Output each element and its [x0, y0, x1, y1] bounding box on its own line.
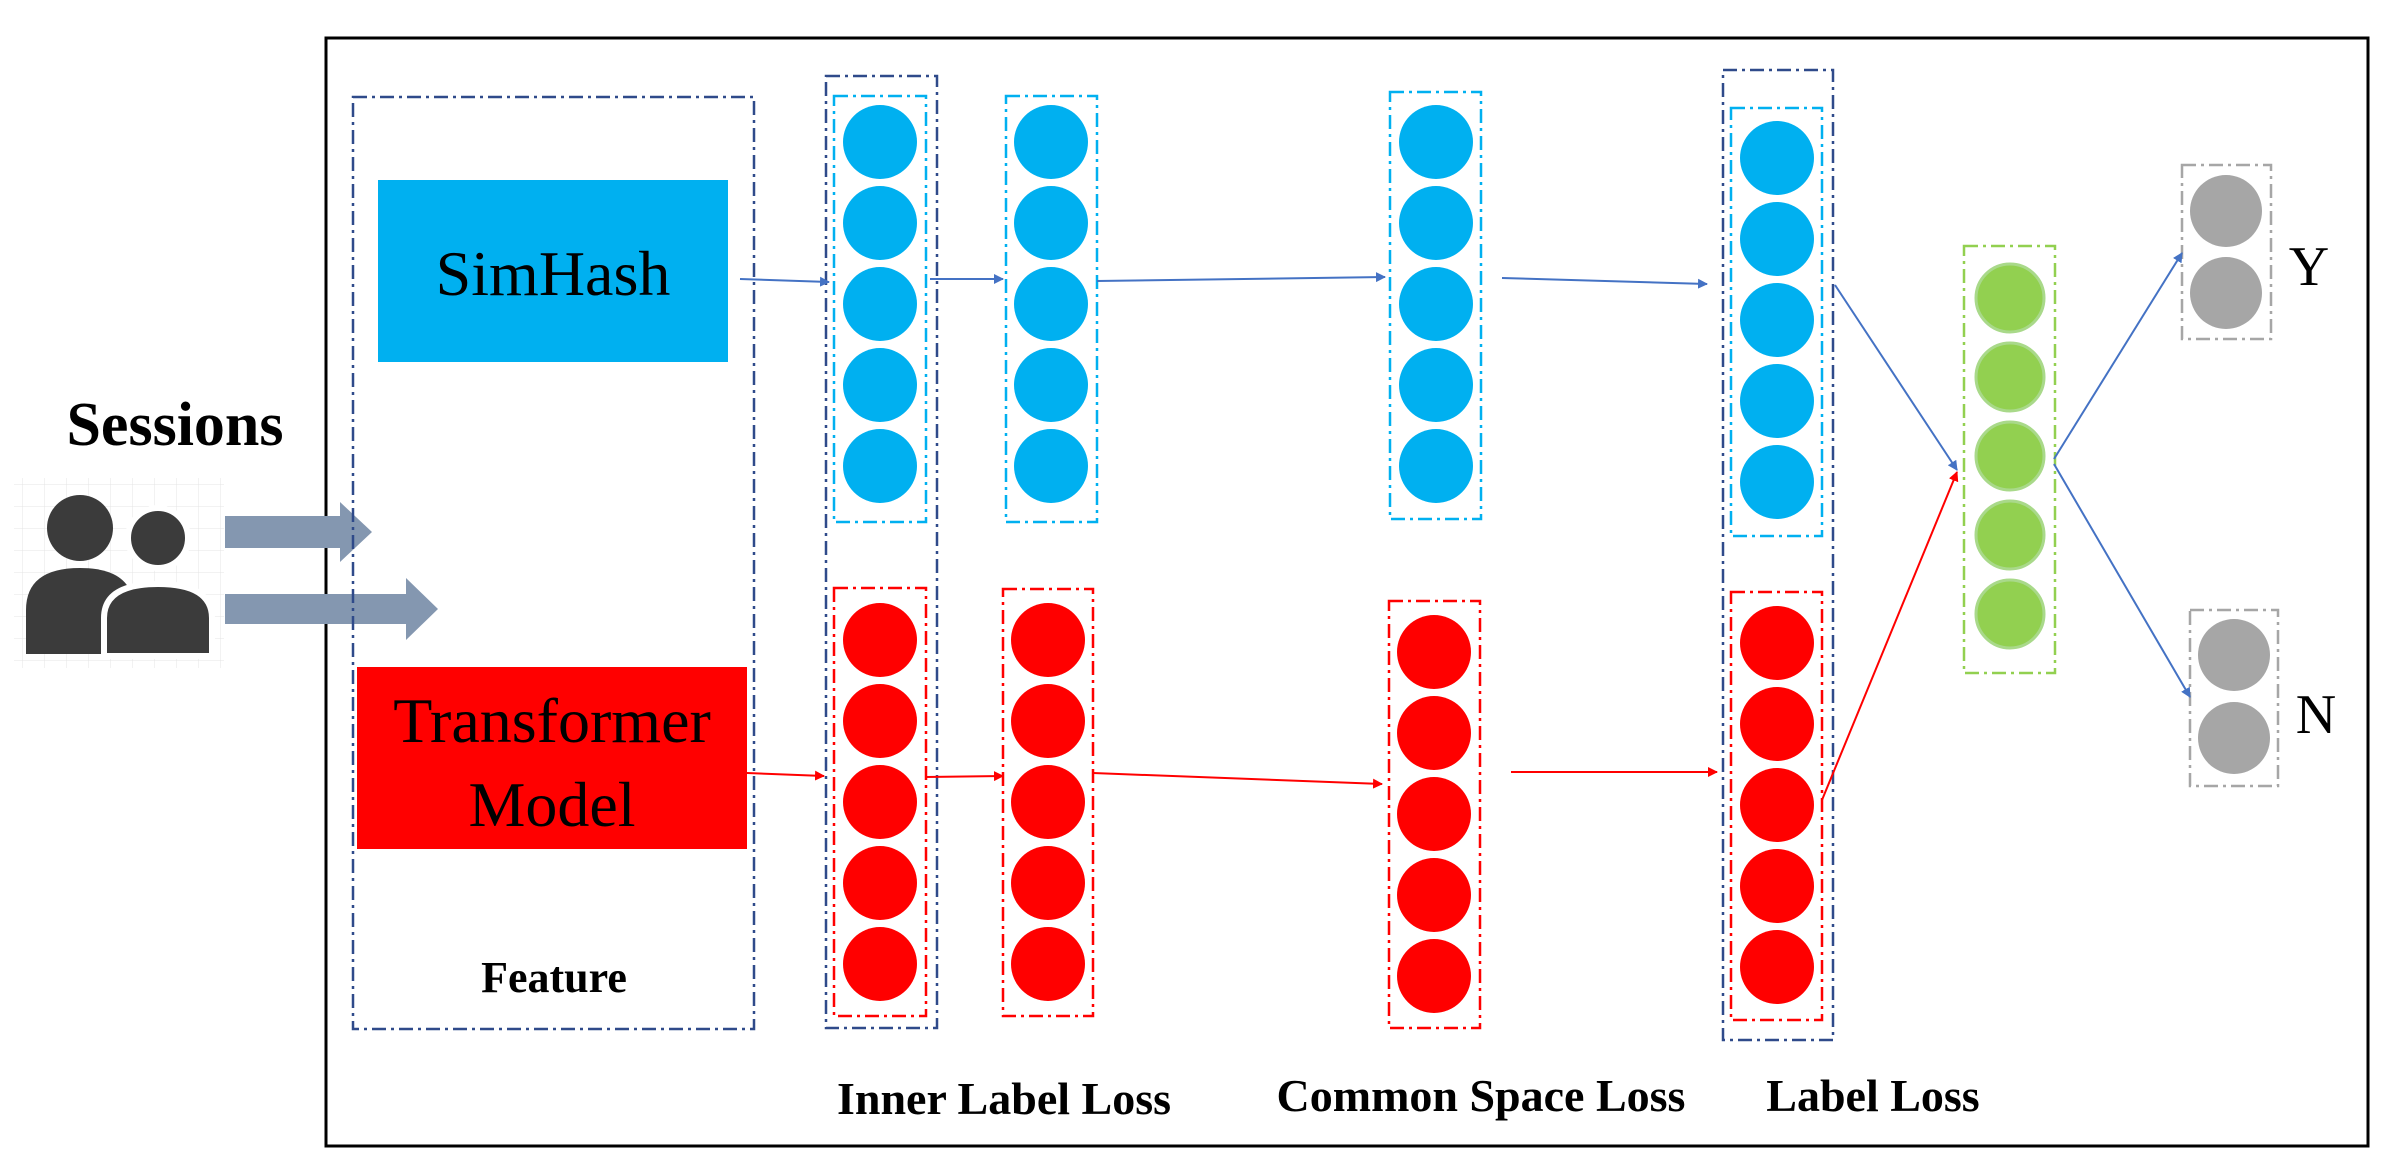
output-boxes [2180, 163, 2280, 788]
fusion-column-box [1962, 244, 2057, 675]
neurons-simhash-label [1740, 121, 1814, 519]
neurons-simhash-common [1399, 105, 1473, 503]
output-no-label: N [2296, 684, 2336, 746]
transformer-box [357, 667, 747, 849]
simhash-path-arrows [739, 252, 2191, 698]
neurons-transformer-2 [1011, 603, 1085, 1001]
transformer-path-arrows [746, 471, 1959, 801]
red-column-boxes [832, 586, 1824, 1030]
neurons-output [2190, 175, 2270, 774]
inner-group-box [824, 74, 939, 1030]
inner-label-loss-label: Inner Label Loss [837, 1073, 1171, 1124]
input-arrow-upper [225, 502, 372, 562]
label-group-box [1721, 68, 1835, 1042]
simhash-label: SimHash [436, 238, 671, 309]
feature-box [351, 95, 756, 1031]
common-space-loss-label: Common Space Loss [1277, 1070, 1686, 1121]
blue-column-boxes [832, 90, 1824, 538]
users-icon [14, 478, 224, 668]
input-arrow-lower [225, 578, 438, 640]
feature-label: Feature [481, 953, 627, 1002]
neurons-fusion [1974, 262, 2046, 650]
neurons-simhash-2 [1014, 105, 1088, 503]
neurons-transformer-label [1740, 606, 1814, 1004]
outer-frame [324, 36, 2370, 1148]
sessions-label: Sessions [66, 391, 283, 459]
neurons-transformer-common [1397, 615, 1471, 1013]
output-yes-label: Y [2289, 236, 2329, 298]
transformer-label-line2: Model [468, 769, 635, 840]
neurons-simhash-1 [843, 105, 917, 503]
simhash-box [378, 180, 728, 362]
transformer-label-line1: Transformer [393, 685, 711, 756]
label-loss-label: Label Loss [1766, 1070, 1979, 1121]
neurons-transformer-1 [843, 603, 917, 1001]
